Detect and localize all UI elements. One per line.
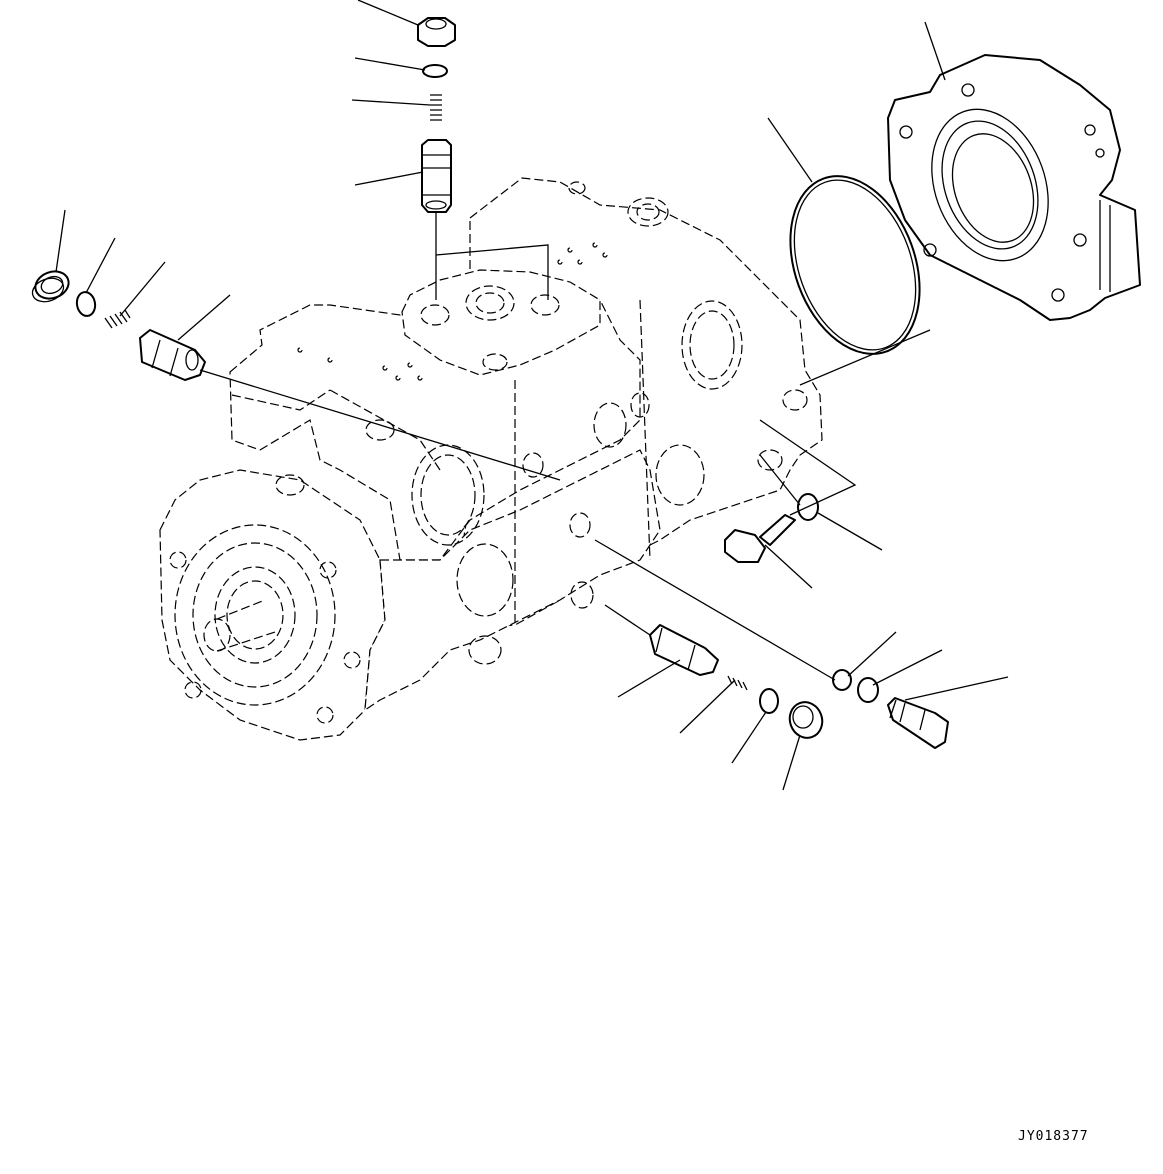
large-o-ring [789,175,921,355]
leader-line-4 [354,171,424,186]
leader-line-5 [55,209,66,273]
assembly-lines [199,212,931,681]
drawing-reference-code: JY018377 [1018,1129,1089,1144]
leader-line-14 [679,679,736,734]
leader-line-1 [357,0,419,26]
leader-line-18 [872,649,943,686]
leader-line-17 [847,631,897,677]
leader-line-9 [924,21,946,81]
leader-line-13 [617,659,681,698]
leader-line-8 [177,294,231,341]
leader-line-7 [119,261,166,317]
left-valve-parts [31,270,206,381]
leader-line-15 [731,711,767,764]
leader-line-2 [354,57,426,71]
top-valve-parts [417,17,456,213]
leader-line-10 [767,117,813,183]
leader-line-19 [904,676,1009,701]
leader-line-16 [782,734,801,791]
bottom-valve-parts [649,493,949,749]
pump-body-phantom [159,177,823,741]
leader-line-12 [764,544,813,589]
flange-housing [887,54,1141,321]
callout-leaders [55,0,1009,791]
leader-line-3 [351,99,431,106]
leader-line-6 [85,237,116,294]
leader-line-11 [817,512,883,551]
